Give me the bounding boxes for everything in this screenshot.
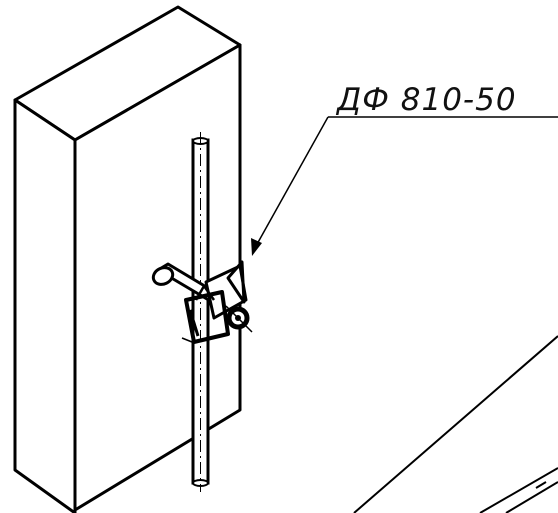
bracket-triangle [226,260,246,304]
clamp-handle [151,266,175,286]
diagonal-lines [353,335,558,513]
clamp-assembly [151,260,253,344]
callout-leader [251,116,558,256]
vertical-rod [191,132,210,492]
callout-label: ДФ 810-50 [335,82,517,118]
bracket-plate [204,264,248,320]
leader-arrowhead [251,238,262,256]
wall-panel-front-face [13,98,77,513]
